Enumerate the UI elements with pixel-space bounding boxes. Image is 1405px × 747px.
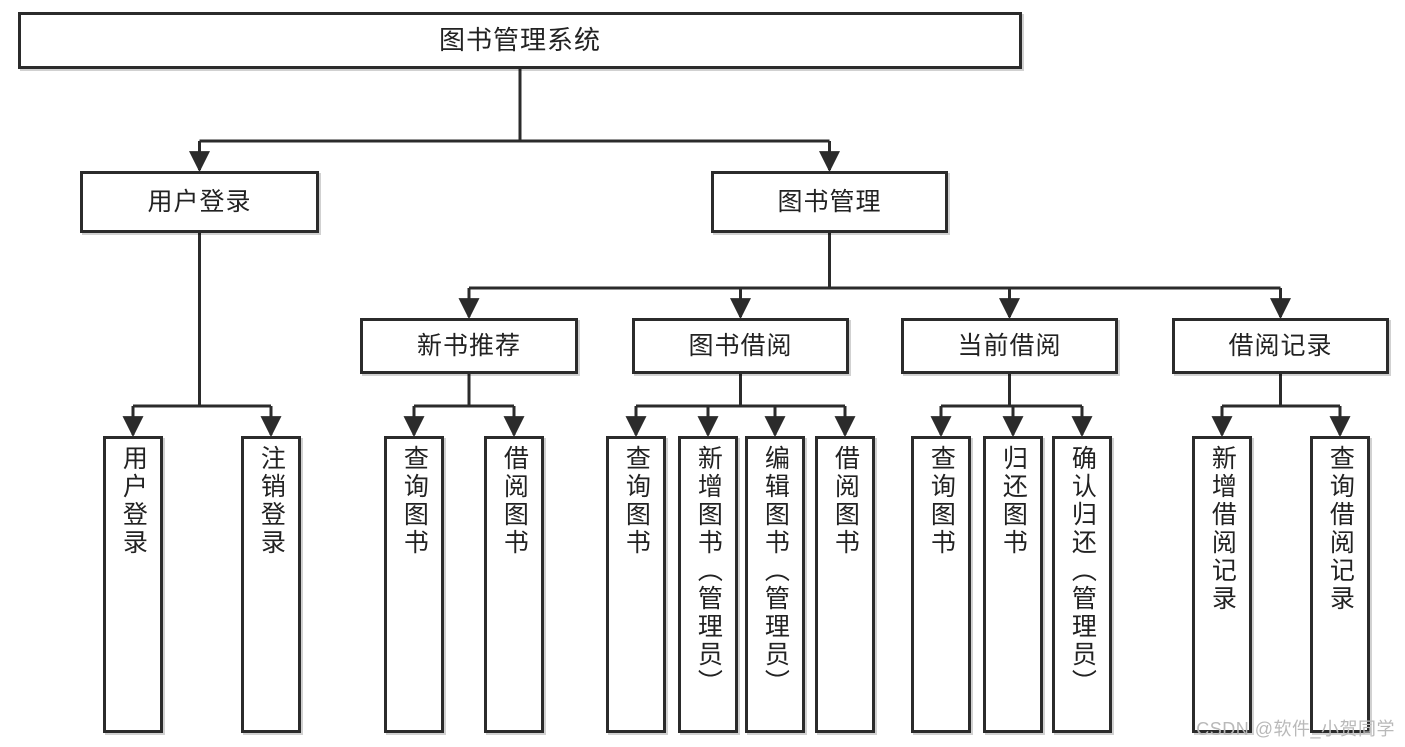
node-label-leaf-confirm-return-admin: 确认归还（管理员） bbox=[1068, 445, 1097, 697]
node-label-book-borrow: 图书借阅 bbox=[688, 331, 793, 360]
node-label-leaf-query-borrow-record: 查询借阅记录 bbox=[1326, 445, 1355, 613]
node-user-login[interactable]: 用户登录 bbox=[80, 171, 319, 233]
node-borrow-record[interactable]: 借阅记录 bbox=[1172, 318, 1389, 374]
node-leaf-edit-book-admin[interactable]: 编辑图书（管理员） bbox=[745, 436, 805, 733]
node-leaf-add-book-admin[interactable]: 新增图书（管理员） bbox=[678, 436, 738, 733]
node-label-leaf-query-book-1: 查询图书 bbox=[400, 445, 429, 557]
node-label-leaf-edit-book-admin: 编辑图书（管理员） bbox=[761, 445, 790, 697]
node-label-borrow-record: 借阅记录 bbox=[1228, 331, 1333, 360]
node-leaf-confirm-return-admin[interactable]: 确认归还（管理员） bbox=[1052, 436, 1112, 733]
node-leaf-return-book[interactable]: 归还图书 bbox=[983, 436, 1043, 733]
node-label-leaf-return-book: 归还图书 bbox=[999, 445, 1028, 557]
node-leaf-query-book-2[interactable]: 查询图书 bbox=[606, 436, 666, 733]
node-leaf-add-borrow-record[interactable]: 新增借阅记录 bbox=[1192, 436, 1252, 733]
node-label-book-manage: 图书管理 bbox=[777, 187, 882, 216]
node-label-leaf-borrow-book-1: 借阅图书 bbox=[500, 445, 529, 557]
node-new-book-recommend[interactable]: 新书推荐 bbox=[360, 318, 578, 374]
node-label-leaf-query-book-3: 查询图书 bbox=[927, 445, 956, 557]
node-leaf-borrow-book-2[interactable]: 借阅图书 bbox=[815, 436, 875, 733]
node-label-leaf-add-borrow-record: 新增借阅记录 bbox=[1208, 445, 1237, 613]
node-label-leaf-logout: 注销登录 bbox=[257, 445, 286, 557]
node-label-leaf-query-book-2: 查询图书 bbox=[622, 445, 651, 557]
node-leaf-query-book-1[interactable]: 查询图书 bbox=[384, 436, 444, 733]
node-leaf-query-borrow-record[interactable]: 查询借阅记录 bbox=[1310, 436, 1370, 733]
node-label-current-borrow: 当前借阅 bbox=[957, 331, 1062, 360]
node-label-new-book-recommend: 新书推荐 bbox=[416, 331, 521, 360]
node-current-borrow[interactable]: 当前借阅 bbox=[901, 318, 1118, 374]
node-leaf-query-book-3[interactable]: 查询图书 bbox=[911, 436, 971, 733]
node-label-leaf-borrow-book-2: 借阅图书 bbox=[831, 445, 860, 557]
node-book-manage[interactable]: 图书管理 bbox=[711, 171, 948, 233]
watermark: CSDN @软件_小贺同学 bbox=[1196, 719, 1395, 739]
node-label-user-login: 用户登录 bbox=[147, 187, 252, 216]
node-label-root: 图书管理系统 bbox=[438, 24, 601, 55]
node-book-borrow[interactable]: 图书借阅 bbox=[632, 318, 849, 374]
node-root[interactable]: 图书管理系统 bbox=[18, 12, 1022, 69]
node-label-leaf-user-login: 用户登录 bbox=[119, 445, 148, 557]
node-leaf-user-login[interactable]: 用户登录 bbox=[103, 436, 163, 733]
node-label-leaf-add-book-admin: 新增图书（管理员） bbox=[694, 445, 723, 697]
node-leaf-logout[interactable]: 注销登录 bbox=[241, 436, 301, 733]
node-leaf-borrow-book-1[interactable]: 借阅图书 bbox=[484, 436, 544, 733]
